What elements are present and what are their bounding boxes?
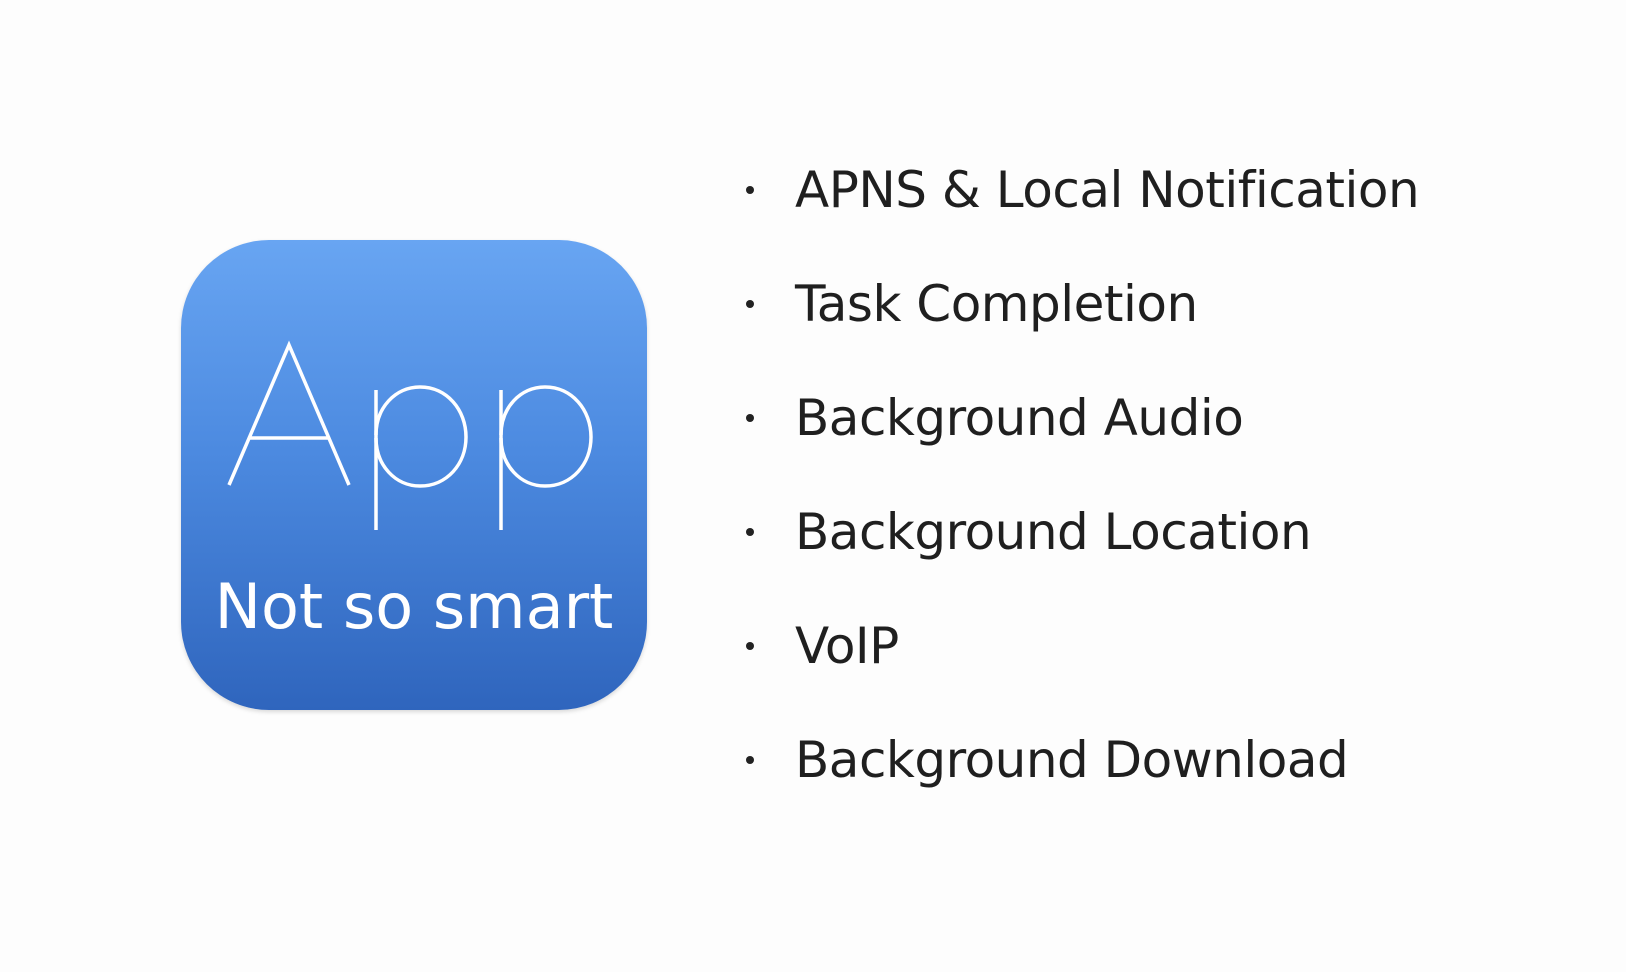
feature-label: APNS & Local Notification — [795, 161, 1420, 219]
app-wordmark — [227, 340, 593, 530]
bullet-icon — [746, 642, 754, 650]
feature-label: VoIP — [795, 617, 899, 675]
bullet-icon — [746, 414, 754, 422]
bullet-icon — [746, 186, 754, 194]
app-icon-subtitle: Not so smart — [214, 570, 614, 643]
feature-label: Background Audio — [795, 389, 1244, 447]
feature-label: Background Location — [795, 503, 1312, 561]
feature-label: Task Completion — [795, 275, 1198, 333]
bullet-icon — [746, 528, 754, 536]
feature-label: Background Download — [795, 731, 1349, 789]
app-icon: Not so smart — [181, 240, 647, 710]
bullet-icon — [746, 756, 754, 764]
bullet-icon — [746, 300, 754, 308]
